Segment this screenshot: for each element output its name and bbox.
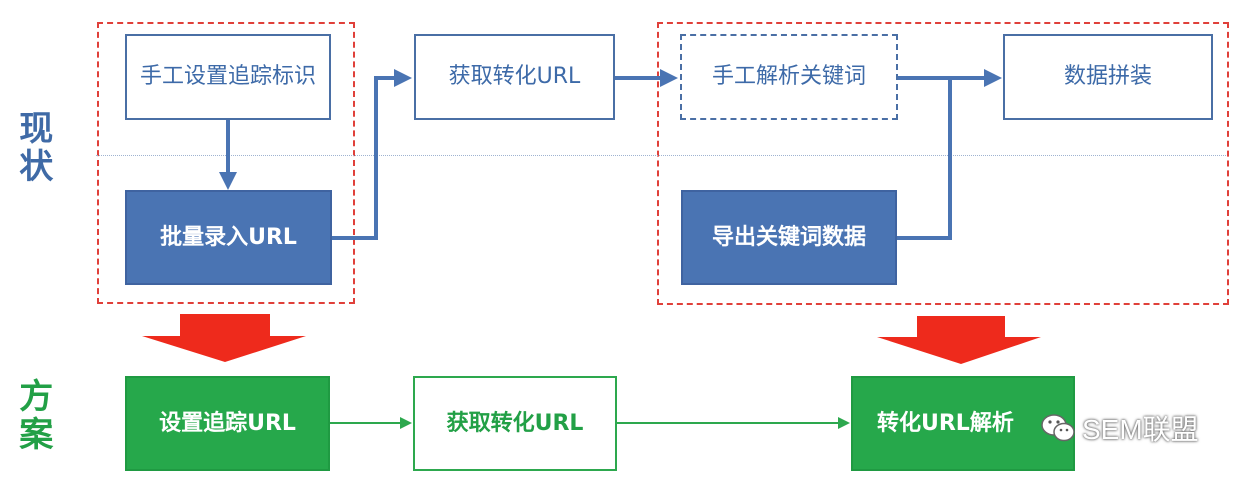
manual-tracking-label: 手工设置追踪标识 — [139, 64, 316, 90]
current-state-label: 现状 — [12, 110, 53, 186]
manual-parse-keywords-label: 手工解析关键词 — [711, 64, 866, 90]
arrow-batch-to-get-url — [332, 69, 412, 240]
red-down-arrow-right — [877, 316, 1041, 364]
current-left-group-frame — [97, 22, 355, 304]
manual-parse-keywords-box: 手工解析关键词 — [680, 34, 898, 120]
current-right-group-frame — [657, 22, 1229, 305]
watermark-text: SEM联盟 — [1082, 414, 1199, 445]
solution-get-conversion-url-label: 获取转化URL — [446, 410, 584, 436]
data-assembly-label: 数据拼装 — [1063, 64, 1152, 90]
batch-import-label: 批量录入URL — [160, 224, 297, 250]
conversion-url-parse-label: 转化URL解析 — [877, 410, 1014, 436]
wechat-icon — [1040, 413, 1076, 443]
row-divider — [96, 155, 1226, 156]
red-down-arrow-left — [142, 314, 306, 362]
manual-tracking-box: 手工设置追踪标识 — [125, 34, 331, 120]
export-keyword-data-label: 导出关键词数据 — [711, 224, 866, 250]
set-tracking-url-label: 设置追踪URL — [159, 410, 296, 436]
export-keyword-data-box: 导出关键词数据 — [681, 190, 897, 285]
batch-import-box: 批量录入URL — [125, 190, 332, 285]
get-conversion-url-box: 获取转化URL — [414, 34, 615, 120]
set-tracking-url-box: 设置追踪URL — [125, 376, 330, 471]
get-conversion-url-label: 获取转化URL — [448, 64, 581, 90]
solution-get-conversion-url-box: 获取转化URL — [413, 376, 617, 471]
data-assembly-box: 数据拼装 — [1003, 34, 1213, 120]
watermark: SEM联盟 — [1040, 408, 1199, 448]
conversion-url-parse-box: 转化URL解析 — [851, 376, 1075, 471]
arrow-export-to-assembly — [897, 78, 952, 240]
solution-label: 方案 — [12, 378, 53, 454]
